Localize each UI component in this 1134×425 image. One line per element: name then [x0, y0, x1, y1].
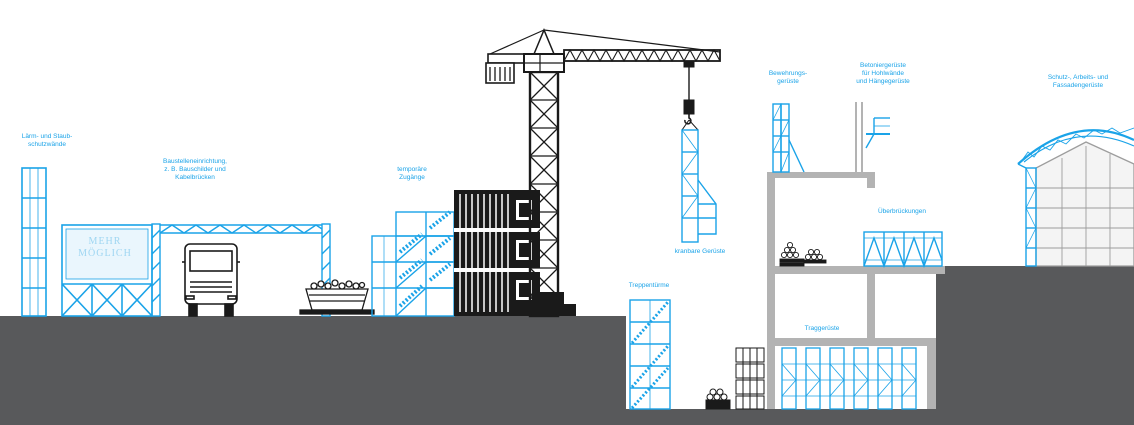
label-line: Zugänge	[399, 174, 425, 181]
ground	[0, 266, 1134, 425]
reinforcement-scaffold	[772, 103, 805, 173]
facade-scaffold	[1017, 127, 1134, 267]
bridging-scaffold	[863, 231, 943, 269]
label-line: Treppentürme	[628, 282, 670, 289]
label-line: kranbare Gerüste	[674, 248, 726, 255]
label-line: Betoniergerüste	[860, 62, 906, 69]
rebar-wall	[855, 102, 863, 172]
label-bridging: Überbrückungen	[864, 208, 940, 216]
label-line: Baustelleneinrichtung,	[163, 158, 227, 165]
sign-line: MEHR	[88, 236, 122, 247]
label-line: Traggerüste	[804, 325, 840, 332]
label-line: temporäre	[397, 166, 427, 173]
rebar-bundles	[779, 241, 827, 267]
shoring-towers	[781, 347, 917, 410]
cable-bridge	[151, 223, 331, 317]
label-line: Bewehrungs-	[768, 70, 808, 77]
label-facade-scaffold: Schutz-, Arbeits- und Fassadengerüste	[1030, 74, 1126, 90]
wall-sign: MEHR MÖGLICH	[64, 236, 146, 260]
temporary-access-stairs	[371, 210, 455, 317]
label-stair-towers: Treppentürme	[616, 282, 682, 290]
truck-icon	[182, 243, 240, 317]
crane-lifted-scaffold	[681, 129, 717, 243]
label-line: z. B. Bauschilder und	[164, 166, 226, 173]
label-line: und Hängegerüste	[856, 78, 910, 85]
label-site-setup: Baustelleneinrichtung, z. B. Bauschilder…	[125, 158, 265, 182]
skip-container-icon	[299, 279, 375, 315]
label-crane-scaffold: kranbare Gerüste	[660, 248, 740, 256]
label-line: Überbrückungen	[877, 208, 927, 215]
label-noise-walls: Lärm- und Staub- schutzwände	[12, 133, 82, 149]
label-line: Schutz-, Arbeits- und	[1047, 74, 1109, 81]
noise-protection-walls	[21, 167, 153, 317]
hall-building	[1035, 141, 1134, 267]
label-reinforcement: Bewehrungs- gerüste	[758, 70, 818, 86]
sign-line: MÖGLICH	[78, 248, 132, 259]
concrete-scaffold	[865, 117, 890, 149]
label-concrete-scaffold: Betoniergerüste für Hohlwände und Hängeg…	[838, 62, 928, 86]
label-temporary-access: temporäre Zugänge	[382, 166, 442, 182]
material-pallets	[705, 347, 765, 410]
label-line: schutzwände	[28, 141, 66, 148]
stair-tower	[629, 299, 671, 410]
label-line: Kabelbrücken	[175, 174, 215, 181]
label-line: Lärm- und Staub-	[21, 133, 73, 140]
label-shoring: Traggerüste	[792, 325, 852, 333]
label-line: Fassadengerüste	[1052, 82, 1104, 89]
tower-crane	[485, 28, 721, 318]
site-container-stack	[454, 190, 576, 316]
label-line: gerüste	[777, 78, 799, 85]
concrete-building-frame	[767, 172, 945, 409]
label-line: für Hohlwände	[862, 70, 904, 77]
